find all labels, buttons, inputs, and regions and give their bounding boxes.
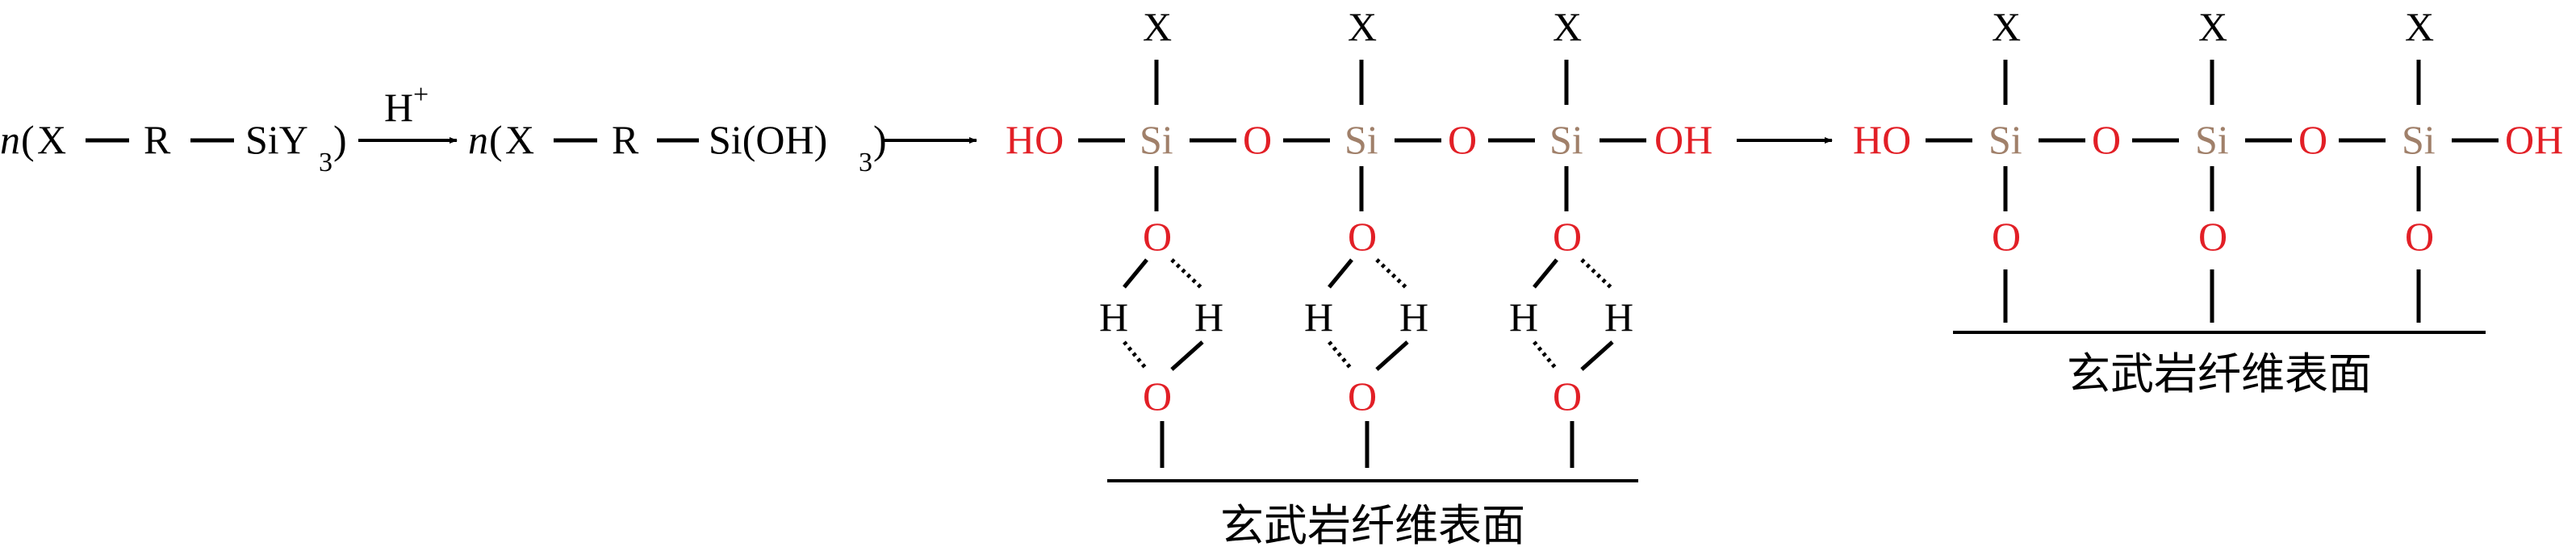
hydrogen-bonded-chain: HO X Si O O H H O X Si O O H H O xyxy=(1006,4,1712,551)
chain1-o-surface-3: O xyxy=(1553,373,1582,419)
chain2-x-2: X xyxy=(2198,4,2227,49)
chain2-o-bridge-2: O xyxy=(2298,117,2327,162)
chain1-bond xyxy=(1123,258,1148,289)
chain1-o-surface-1: O xyxy=(1143,373,1172,419)
chain1-o-pendant-2: O xyxy=(1348,214,1377,259)
reactant-x: X xyxy=(37,117,66,162)
chain2-surface-label: 玄武岩纤维表面 xyxy=(2067,348,2372,399)
chain1-o-bridge-2: O xyxy=(1448,117,1477,162)
chain1-si-2: Si xyxy=(1344,117,1378,162)
reactant-paren-close: ) xyxy=(333,117,347,162)
silanol-monomer: n ( X R Si(OH) 3 ) xyxy=(468,117,887,177)
chain1-bond xyxy=(1533,258,1558,289)
chain1-h-right-2: H xyxy=(1399,294,1428,340)
chain1-o-surface-2: O xyxy=(1348,373,1377,419)
silanol-r: R xyxy=(612,117,639,162)
catalyst-plus: + xyxy=(413,80,429,110)
chain1-bond xyxy=(1375,340,1409,371)
reactant-r: R xyxy=(144,117,171,162)
chain2-si-2: Si xyxy=(2195,117,2229,162)
chain1-end-left: HO xyxy=(1006,117,1064,162)
chain1-o-pendant-1: O xyxy=(1143,214,1172,259)
chain1-hbond xyxy=(1580,258,1614,290)
silanol-sioh: Si(OH) xyxy=(709,117,827,162)
reactant-paren-open: ( xyxy=(21,117,35,162)
chain2-x-1: X xyxy=(1992,4,2021,49)
silanol-sub3: 3 xyxy=(859,148,872,177)
silanol-x: X xyxy=(505,117,534,162)
chain2-si-1: Si xyxy=(1988,117,2022,162)
chain1-h-right-3: H xyxy=(1604,294,1633,340)
chain1-si-3: Si xyxy=(1549,117,1583,162)
chain1-hbond xyxy=(1375,258,1409,290)
chain2-o-pendant-2: O xyxy=(2198,214,2227,259)
chain1-x-1: X xyxy=(1143,4,1172,49)
chain2-o-pendant-3: O xyxy=(2405,214,2434,259)
silanol-paren-close: ) xyxy=(873,117,887,162)
chain2-x-3: X xyxy=(2405,4,2434,49)
chain1-hbond xyxy=(1328,340,1353,371)
chain1-bond xyxy=(1580,340,1614,371)
chain1-x-2: X xyxy=(1348,4,1377,49)
chain1-bond xyxy=(1328,258,1353,289)
chain1-bond xyxy=(1170,340,1204,371)
chain2-si-3: Si xyxy=(2402,117,2436,162)
reactant-sub3: 3 xyxy=(319,148,332,177)
reactant-silane: n ( X R SiY 3 ) xyxy=(0,117,347,177)
hydrolysis-arrow: H + xyxy=(358,80,458,144)
chain1-end-right: OH xyxy=(1654,117,1712,162)
chain1-h-left-1: H xyxy=(1099,294,1128,340)
chain1-hbond xyxy=(1123,340,1148,371)
chain2-o-bridge-1: O xyxy=(2092,117,2121,162)
reactant-siy: SiY xyxy=(245,117,308,162)
chain1-h-right-1: H xyxy=(1194,294,1223,340)
grafted-chain: HO X Si O O X Si O O X Si O OH 玄武岩纤维表面 xyxy=(1853,4,2563,399)
chain1-hbond xyxy=(1533,340,1558,371)
silanol-paren-open: ( xyxy=(489,117,503,162)
silanol-n: n xyxy=(468,117,488,162)
chain1-h-left-2: H xyxy=(1304,294,1333,340)
chain2-end-right: OH xyxy=(2505,117,2563,162)
catalyst-h: H xyxy=(384,85,413,130)
chain1-si-1: Si xyxy=(1140,117,1173,162)
chain1-o-bridge-1: O xyxy=(1243,117,1272,162)
chain1-surface-label: 玄武岩纤维表面 xyxy=(1220,500,1525,551)
chain1-o-pendant-3: O xyxy=(1553,214,1582,259)
chain2-end-left: HO xyxy=(1853,117,1911,162)
chain2-o-pendant-1: O xyxy=(1992,214,2021,259)
reactant-n: n xyxy=(0,117,20,162)
chain1-hbond xyxy=(1170,258,1204,290)
chain1-h-left-3: H xyxy=(1509,294,1538,340)
chain1-x-3: X xyxy=(1553,4,1582,49)
